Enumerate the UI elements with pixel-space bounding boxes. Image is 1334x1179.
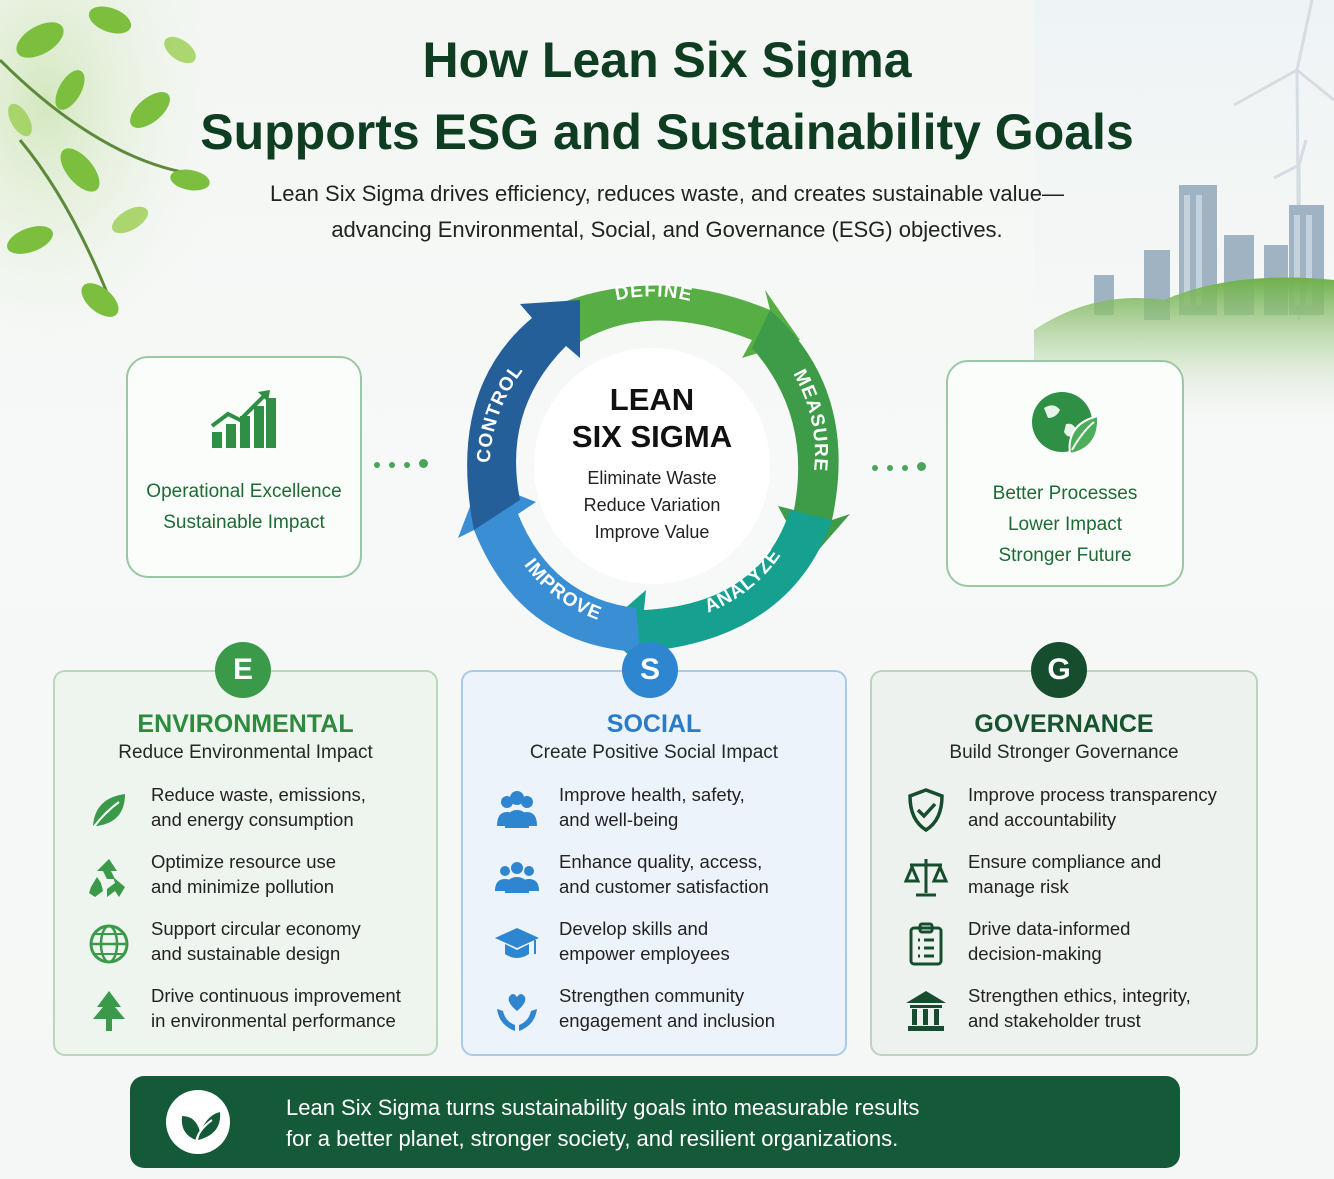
pillar-item-text: Ensure compliance and: [968, 851, 1162, 872]
pillar-item-text: Develop skills and: [559, 918, 709, 939]
right-card: Better Processes Lower Impact Stronger F…: [946, 360, 1184, 587]
people-icon: [497, 791, 537, 828]
pillar-social: SOCIAL Create Positive Social Impact Imp…: [461, 670, 847, 1056]
title-line-2: Supports ESG and Sustainability Goals: [200, 104, 1134, 160]
pillar-item: Improve process transparency and accounta…: [872, 782, 1256, 838]
shield-check-icon: [908, 788, 944, 833]
pillar-item-text: Enhance quality, access,: [559, 851, 763, 872]
pillar-environmental: ENVIRONMENTAL Reduce Environmental Impac…: [53, 670, 438, 1056]
pillar-item: Strengthen ethics, integrity, and stakeho…: [872, 983, 1256, 1039]
phase-measure-arrow: [752, 310, 850, 562]
phase-define-arrow: [540, 285, 800, 358]
phase-improve-arrow: [458, 480, 640, 652]
pillar-item-text: decision-making: [968, 943, 1102, 964]
recycle-icon: [89, 859, 125, 897]
left-card: Operational Excellence Sustainable Impac…: [126, 356, 362, 578]
page-subtitle: Lean Six Sigma drives efficiency, reduce…: [0, 176, 1334, 248]
pillar-subheading: Create Positive Social Impact: [529, 742, 779, 763]
globe-icon: [89, 924, 129, 964]
pillar-item: Strengthen community engagement and inclu…: [463, 983, 845, 1039]
pillar-item-text: Drive continuous improvement: [151, 985, 401, 1006]
footer-line-1: Lean Six Sigma turns sustainability goal…: [286, 1095, 920, 1120]
hands-heart-icon: [497, 994, 537, 1031]
footer-line-2: for a better planet, stronger society, a…: [286, 1126, 899, 1151]
pillar-item-text: and energy consumption: [151, 809, 354, 830]
pillar-item-text: Reduce waste, emissions,: [151, 784, 366, 805]
pillar-item-text: Drive data-informed: [968, 918, 1131, 939]
pillar-heading: SOCIAL: [606, 710, 702, 738]
pillar-item-text: and minimize pollution: [151, 876, 335, 897]
pillar-item-text: Improve health, safety,: [559, 784, 745, 805]
pillar-item-text: Support circular economy: [151, 918, 361, 939]
pillar-item-text: empower employees: [559, 943, 730, 964]
pillar-item: Drive data-informed decision-making: [872, 916, 1256, 972]
pillar-item-text: and sustainable design: [151, 943, 341, 964]
social-badge: S: [622, 642, 678, 698]
pillar-item-text: Strengthen community: [559, 985, 745, 1006]
cycle-center-line-1: Eliminate Waste: [587, 468, 716, 488]
growth-chart-icon: [210, 390, 276, 448]
leaf-icon: [92, 794, 125, 829]
right-card-line-3: Stronger Future: [998, 545, 1132, 566]
graduation-cap-icon: [495, 928, 539, 958]
subtitle-line-2: advancing Environmental, Social, and Gov…: [331, 217, 1003, 242]
pillar-heading: ENVIRONMENTAL: [137, 710, 354, 738]
left-connector-dots: [374, 455, 437, 473]
pillar-item: Improve health, safety, and well-being: [463, 782, 845, 838]
environmental-badge: E: [215, 642, 271, 698]
dmaic-cycle: DEFINE MEASURE ANALYZE IMPROVE CONTROL L…: [458, 280, 850, 670]
pillar-item-text: and well-being: [559, 809, 679, 830]
cycle-center-title-1: LEAN: [610, 382, 694, 417]
customers-icon: [495, 862, 539, 893]
pillar-item-text: Improve process transparency: [968, 784, 1217, 805]
cycle-center-line-2: Reduce Variation: [584, 495, 721, 515]
pillar-item: Drive continuous improvement in environme…: [55, 983, 436, 1039]
governance-badge: G: [1031, 642, 1087, 698]
pillar-item-text: engagement and inclusion: [559, 1010, 775, 1031]
phase-control-arrow: [467, 300, 580, 530]
pillar-item: Develop skills and empower employees: [463, 916, 845, 972]
subtitle-line-1: Lean Six Sigma drives efficiency, reduce…: [269, 181, 1065, 206]
right-connector-dots: [872, 458, 935, 476]
pillar-governance: GOVERNANCE Build Stronger Governance Imp…: [870, 670, 1258, 1056]
clipboard-icon: [909, 922, 943, 966]
pillar-item-text: Strengthen ethics, integrity,: [968, 985, 1191, 1006]
pillar-heading: GOVERNANCE: [974, 710, 1154, 738]
cycle-center-title-2: SIX SIGMA: [572, 419, 732, 454]
pillar-item: Support circular economy and sustainable …: [55, 916, 436, 972]
right-card-line-1: Better Processes: [992, 483, 1138, 504]
pillar-item-text: Optimize resource use: [151, 851, 337, 872]
institution-icon: [906, 991, 946, 1031]
pillar-item-text: manage risk: [968, 876, 1069, 897]
page-title: How Lean Six Sigma Supports ESG and Sust…: [0, 24, 1334, 168]
pillar-item: Ensure compliance and manage risk: [872, 849, 1256, 905]
globe-leaf-icon: [1032, 392, 1100, 456]
tree-icon: [93, 991, 125, 1031]
left-card-line-2: Sustainable Impact: [163, 512, 325, 533]
pillar-subheading: Reduce Environmental Impact: [118, 742, 373, 763]
scales-icon: [903, 859, 949, 897]
right-card-line-2: Lower Impact: [1007, 514, 1123, 535]
footer-banner: Lean Six Sigma turns sustainability goal…: [130, 1076, 1180, 1168]
pillar-subheading: Build Stronger Governance: [949, 742, 1179, 763]
title-line-1: How Lean Six Sigma: [422, 32, 912, 88]
pillar-item-text: and stakeholder trust: [968, 1010, 1141, 1031]
pillar-item: Optimize resource use and minimize pollut…: [55, 849, 436, 905]
phase-analyze-arrow: [600, 510, 832, 670]
left-card-line-1: Operational Excellence: [146, 481, 342, 502]
pillar-item: Enhance quality, access, and customer sat…: [463, 849, 845, 905]
cycle-center-line-3: Improve Value: [595, 522, 710, 542]
pillar-item-text: in environmental performance: [151, 1010, 396, 1031]
pillar-item-text: and accountability: [968, 809, 1117, 830]
pillar-item: Reduce waste, emissions, and energy consu…: [55, 782, 436, 838]
pillar-item-text: and customer satisfaction: [559, 876, 769, 897]
leaf-badge-icon: [166, 1090, 230, 1154]
